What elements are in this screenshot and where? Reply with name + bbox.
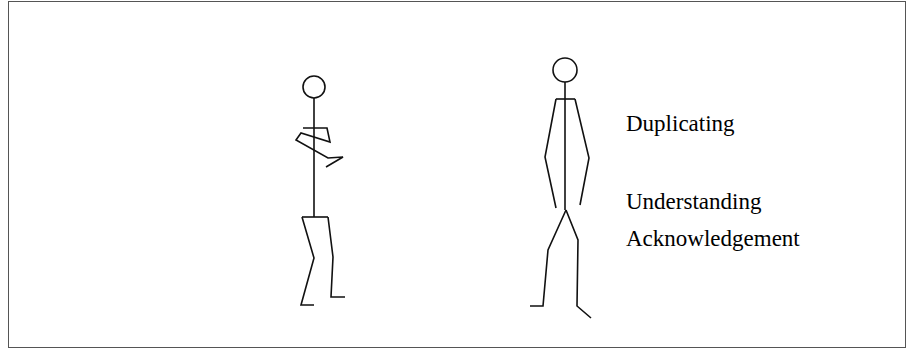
figure-arm <box>545 99 556 208</box>
figure-leg <box>530 210 566 306</box>
figure-leg <box>301 217 314 305</box>
figure-body <box>313 98 315 217</box>
folded-arms <box>296 128 343 167</box>
figure-hip <box>302 216 328 218</box>
figure-leg <box>566 210 591 318</box>
figure-head <box>553 58 577 82</box>
figure-head <box>303 76 325 98</box>
right-stick-figure <box>530 58 591 318</box>
figure-arm <box>575 99 589 205</box>
left-stick-figure <box>296 76 345 305</box>
figure-body <box>564 82 566 210</box>
annotation-label: Understanding <box>626 188 761 216</box>
frame-border <box>9 2 906 348</box>
annotation-label: Duplicating <box>626 110 735 138</box>
figure-leg <box>328 217 345 297</box>
annotation-label: Acknowledgement <box>626 225 800 253</box>
figure-shoulders <box>556 98 575 100</box>
